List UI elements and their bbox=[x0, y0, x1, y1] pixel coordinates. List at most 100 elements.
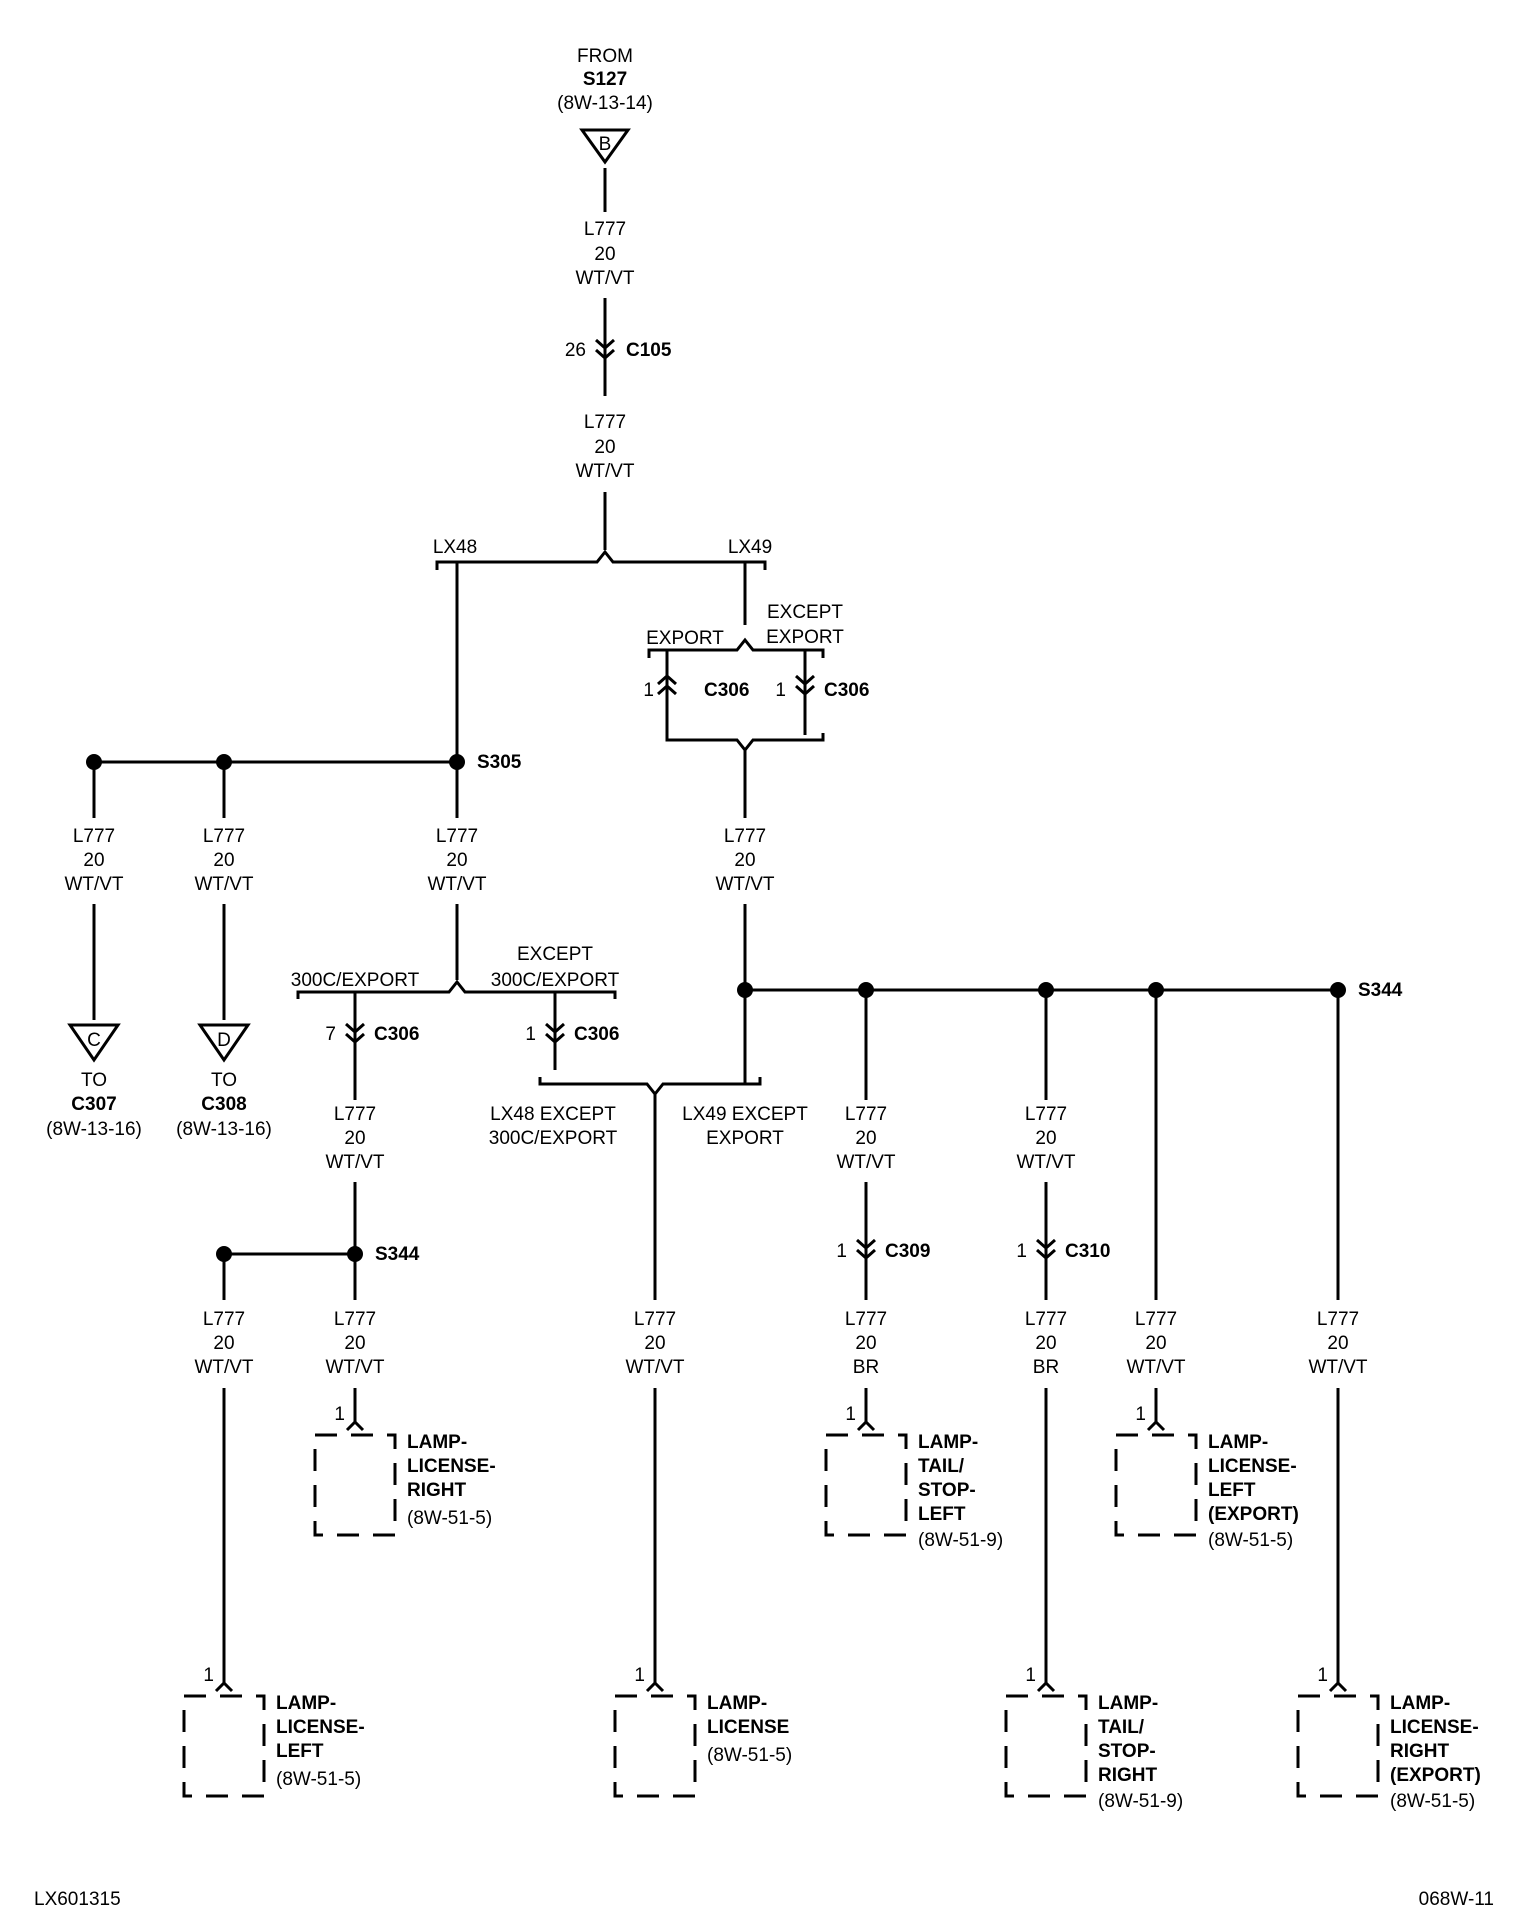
wlr-gauge: 20 bbox=[344, 1333, 365, 1354]
c308-ref: (8W-13-16) bbox=[176, 1119, 272, 1140]
c306-ex-conn-b bbox=[545, 1032, 565, 1045]
wtsl-circuit: L777 bbox=[845, 1104, 887, 1125]
except-export-label: EXPORT bbox=[766, 627, 844, 648]
merge-brace bbox=[538, 1077, 762, 1097]
w2-gauge: 20 bbox=[594, 437, 615, 458]
wlr-color: WT/VT bbox=[325, 1357, 384, 1378]
c306-exexport-conn bbox=[795, 674, 815, 687]
lamp-license-right: 1 LAMP- LICENSE- RIGHT (8W-51-5) bbox=[313, 1404, 496, 1537]
footer-left-code: LX601315 bbox=[34, 1889, 121, 1910]
wtsr-circuit: L777 bbox=[1025, 1104, 1067, 1125]
wlc-gauge: 20 bbox=[644, 1333, 665, 1354]
svg-text:STOP-: STOP- bbox=[1098, 1741, 1156, 1762]
lx49exb-label: EXPORT bbox=[706, 1128, 784, 1149]
dest-triangle-d bbox=[197, 1023, 251, 1063]
c307-ref: (8W-13-16) bbox=[46, 1119, 142, 1140]
s127-ref: (8W-13-14) bbox=[557, 93, 653, 114]
lx-brace bbox=[435, 549, 767, 570]
svg-text:LICENSE-: LICENSE- bbox=[276, 1717, 365, 1738]
footer-right-code: 068W-11 bbox=[1419, 1889, 1494, 1910]
lamp-license-left-export: 1 LAMP- LICENSE- LEFT (EXPORT) (8W-51-5) bbox=[1114, 1404, 1299, 1551]
c306-exexport-conn-b bbox=[795, 684, 815, 697]
svg-text:RIGHT: RIGHT bbox=[1390, 1741, 1450, 1762]
lx48-label: LX48 bbox=[433, 537, 477, 558]
wtsl-color: WT/VT bbox=[836, 1152, 895, 1173]
svg-text:1: 1 bbox=[203, 1665, 214, 1686]
c105-connector-b bbox=[595, 348, 615, 361]
svg-text:LEFT: LEFT bbox=[1208, 1480, 1256, 1501]
c306-export-conn-b bbox=[657, 683, 677, 696]
c308w-gauge: 20 bbox=[213, 850, 234, 871]
c306-label-d: C306 bbox=[824, 680, 869, 701]
tri-c-letter: C bbox=[87, 1030, 101, 1051]
wlle-circuit: L777 bbox=[1135, 1309, 1177, 1330]
c306-exexport-pin: 1 bbox=[775, 680, 786, 701]
c309-conn bbox=[856, 1238, 876, 1251]
tri-d-letter: D bbox=[217, 1030, 231, 1051]
dest-triangle-c bbox=[67, 1023, 121, 1063]
from-label: FROM bbox=[577, 46, 633, 67]
svg-text:(8W-51-5): (8W-51-5) bbox=[1208, 1530, 1293, 1551]
w2-color: WT/VT bbox=[575, 461, 634, 482]
except2b-label: 300C/EXPORT bbox=[491, 970, 620, 991]
tri-b-letter: B bbox=[599, 134, 612, 155]
export-merge-brace bbox=[665, 733, 825, 753]
wtsr2-color: BR bbox=[1033, 1357, 1059, 1378]
c308-to: TO bbox=[211, 1070, 237, 1091]
c306-ex-conn bbox=[545, 1022, 565, 1035]
c308-label: C308 bbox=[201, 1094, 246, 1115]
w1-color: WT/VT bbox=[575, 268, 634, 289]
c310-conn-b bbox=[1036, 1248, 1056, 1261]
svg-text:LICENSE-: LICENSE- bbox=[407, 1456, 496, 1477]
svg-text:(8W-51-9): (8W-51-9) bbox=[1098, 1791, 1183, 1812]
c309-conn-b bbox=[856, 1248, 876, 1261]
lamp-license-right-export: 1 LAMP- LICENSE- RIGHT (EXPORT) (8W-51-5… bbox=[1296, 1665, 1481, 1812]
w300c-circuit: L777 bbox=[334, 1104, 376, 1125]
svg-text:1: 1 bbox=[1317, 1665, 1328, 1686]
c306-export-conn bbox=[657, 673, 677, 686]
wlre-circuit: L777 bbox=[1317, 1309, 1359, 1330]
wlle-gauge: 20 bbox=[1145, 1333, 1166, 1354]
svg-text:LAMP-: LAMP- bbox=[1390, 1693, 1450, 1714]
lx49w-gauge: 20 bbox=[734, 850, 755, 871]
c306-ex-pin: 1 bbox=[525, 1024, 536, 1045]
w1-gauge: 20 bbox=[594, 244, 615, 265]
lamp-license: 1 LAMP- LICENSE (8W-51-5) bbox=[613, 1665, 792, 1798]
c306-label-c: C306 bbox=[704, 680, 749, 701]
c307-label: C307 bbox=[71, 1094, 116, 1115]
lx49ex-label: LX49 EXCEPT bbox=[682, 1104, 808, 1125]
wtsr-color: WT/VT bbox=[1016, 1152, 1075, 1173]
lx48ex-label: LX48 EXCEPT bbox=[490, 1104, 616, 1125]
wtsr2-circuit: L777 bbox=[1025, 1309, 1067, 1330]
wlre-gauge: 20 bbox=[1327, 1333, 1348, 1354]
wtsl-gauge: 20 bbox=[855, 1128, 876, 1149]
c105-connector bbox=[595, 338, 615, 351]
lx49w-color: WT/VT bbox=[715, 874, 774, 895]
w2-circuit: L777 bbox=[584, 412, 626, 433]
wll-gauge: 20 bbox=[213, 1333, 234, 1354]
wlle-color: WT/VT bbox=[1126, 1357, 1185, 1378]
c105-pin: 26 bbox=[565, 340, 586, 361]
w300c-gauge: 20 bbox=[344, 1128, 365, 1149]
c306-pin7-conn-b bbox=[345, 1032, 365, 1045]
svg-text:1: 1 bbox=[845, 1404, 856, 1425]
c307w-color: WT/VT bbox=[64, 874, 123, 895]
except-label: EXCEPT bbox=[767, 602, 843, 623]
svg-text:(EXPORT): (EXPORT) bbox=[1390, 1765, 1481, 1786]
splice-dot bbox=[737, 982, 753, 998]
wtsl2-gauge: 20 bbox=[855, 1333, 876, 1354]
wtsr2-gauge: 20 bbox=[1035, 1333, 1056, 1354]
s305w-color: WT/VT bbox=[427, 874, 486, 895]
b300c-label: 300C/EXPORT bbox=[291, 970, 420, 991]
c306-label-a: C306 bbox=[374, 1024, 419, 1045]
lx48exb-label: 300C/EXPORT bbox=[489, 1128, 618, 1149]
wlr-circuit: L777 bbox=[334, 1309, 376, 1330]
s127-label: S127 bbox=[583, 69, 627, 90]
svg-text:TAIL/: TAIL/ bbox=[1098, 1717, 1145, 1738]
c306-pin7: 7 bbox=[325, 1024, 336, 1045]
lamp-tail-stop-left: 1 LAMP- TAIL/ STOP- LEFT (8W-51-9) bbox=[824, 1404, 1003, 1551]
w1-circuit: L777 bbox=[584, 219, 626, 240]
lamp-license-left: 1 LAMP- LICENSE- LEFT (8W-51-5) bbox=[182, 1665, 365, 1798]
svg-text:(EXPORT): (EXPORT) bbox=[1208, 1504, 1299, 1525]
c105-label: C105 bbox=[626, 340, 672, 361]
